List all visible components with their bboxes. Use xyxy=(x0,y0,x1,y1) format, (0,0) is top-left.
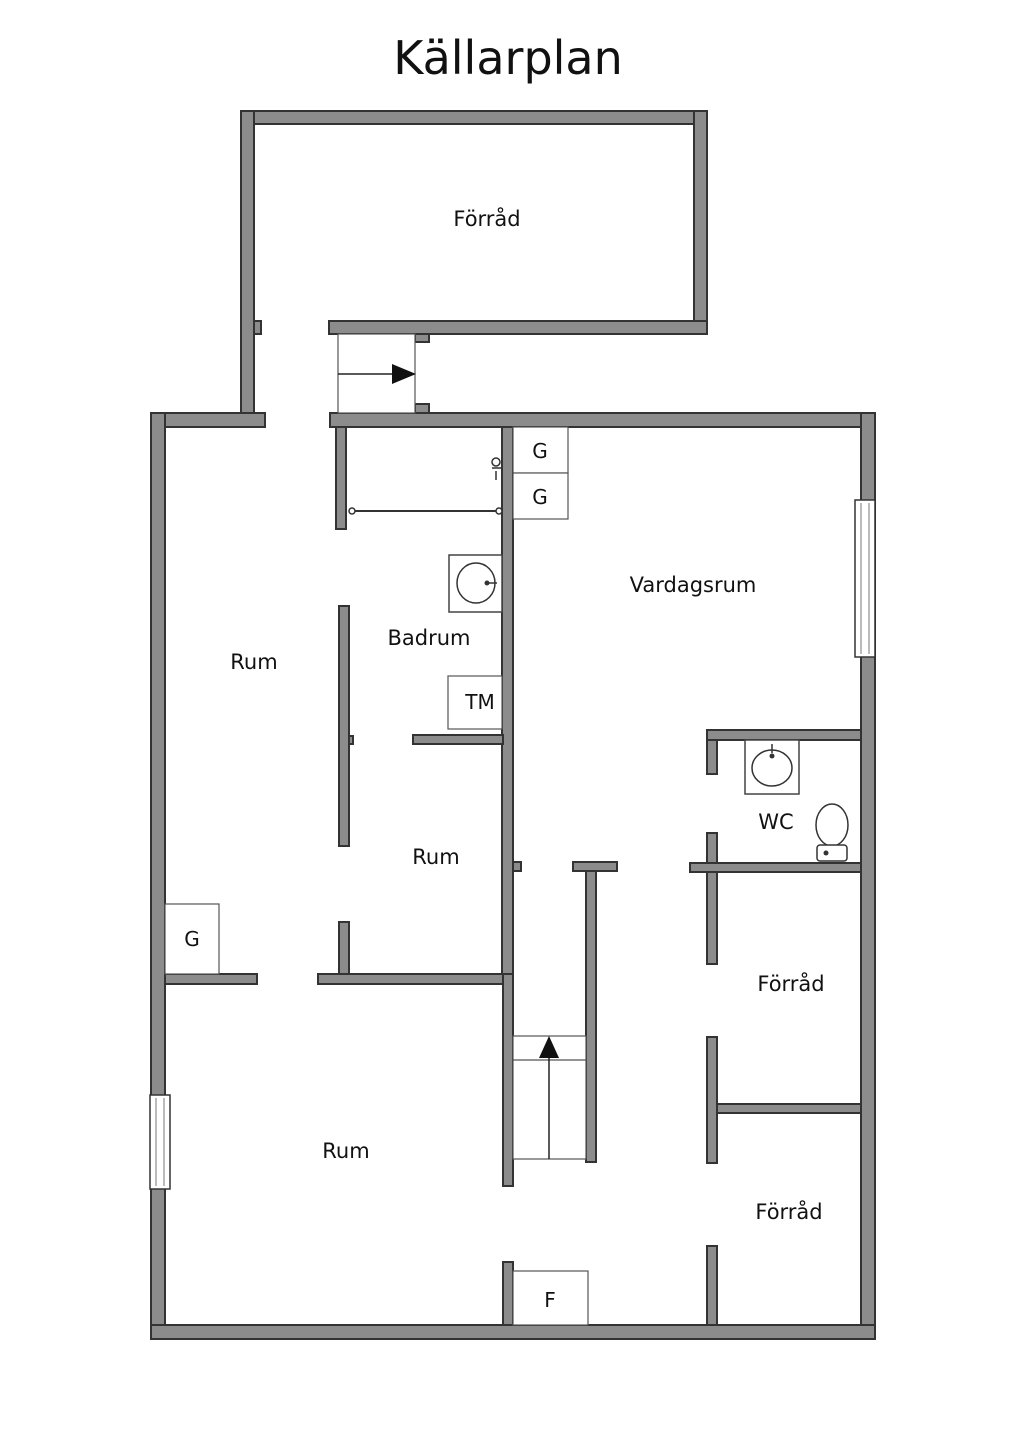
shower-head-icon xyxy=(491,457,501,480)
upper-stair xyxy=(337,333,416,414)
fixture-box-g-left xyxy=(164,903,220,975)
toilet-icon xyxy=(815,803,849,862)
room-label-forrad-low: Förråd xyxy=(755,1199,822,1224)
plan-title: Källarplan xyxy=(393,31,623,85)
wc-sink-icon xyxy=(744,739,800,795)
room-label-rum-left: Rum xyxy=(230,650,277,674)
fixture-label-g-top: G xyxy=(532,439,548,463)
room-label-forrad-mid: Förråd xyxy=(757,971,824,996)
window-west xyxy=(149,1094,171,1190)
bathroom-sink-icon xyxy=(448,554,503,613)
room-label-badrum: Badrum xyxy=(387,626,470,650)
window-east xyxy=(854,499,876,658)
fixture-box-f xyxy=(512,1270,589,1326)
fixture-label-g-second: G xyxy=(532,485,548,509)
main-stair xyxy=(512,1035,587,1160)
room-label-vardagsrum: Vardagsrum xyxy=(630,573,757,597)
fixture-label-g-left: G xyxy=(184,927,200,951)
shower-rail xyxy=(348,507,503,515)
fixture-label-f: F xyxy=(544,1288,556,1312)
room-label-rum-middle: Rum xyxy=(412,845,459,869)
fixture-box-tm xyxy=(447,675,503,730)
fixture-label-tm: TM xyxy=(464,690,494,714)
room-label-wc: WC xyxy=(758,810,793,834)
room-label-rum-bottom: Rum xyxy=(322,1139,369,1163)
fixture-box-g-second xyxy=(512,472,569,520)
room-label-forrad-top: Förråd xyxy=(453,206,520,231)
